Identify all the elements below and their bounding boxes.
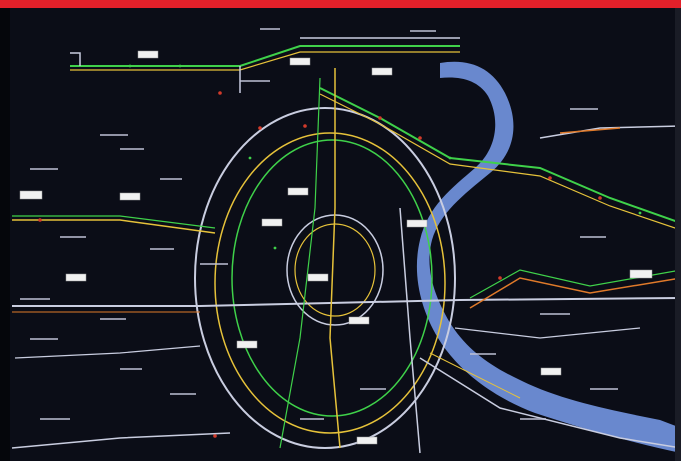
photo-right-edge	[675, 8, 681, 461]
photo-left-edge	[0, 8, 10, 461]
river	[416, 61, 681, 453]
inner-ring	[286, 214, 384, 326]
track-southeast	[419, 357, 681, 449]
track-west-1	[12, 219, 216, 234]
signal-dots-green	[128, 64, 642, 250]
track-east	[469, 277, 681, 309]
track-west-2	[12, 297, 681, 307]
control-wall-photo	[0, 8, 681, 461]
ring-line-green	[231, 139, 433, 417]
ring-line-outer	[194, 107, 456, 449]
ring-line-inner	[214, 132, 446, 434]
station-label-boxes	[19, 50, 653, 445]
signal-dots	[38, 91, 602, 438]
track-northeast	[319, 87, 681, 224]
track-north-south	[329, 68, 341, 449]
tiny-station-labels	[20, 28, 618, 420]
track-top	[70, 45, 460, 67]
rail-network-map	[11, 28, 681, 454]
track-southwest	[11, 432, 231, 449]
